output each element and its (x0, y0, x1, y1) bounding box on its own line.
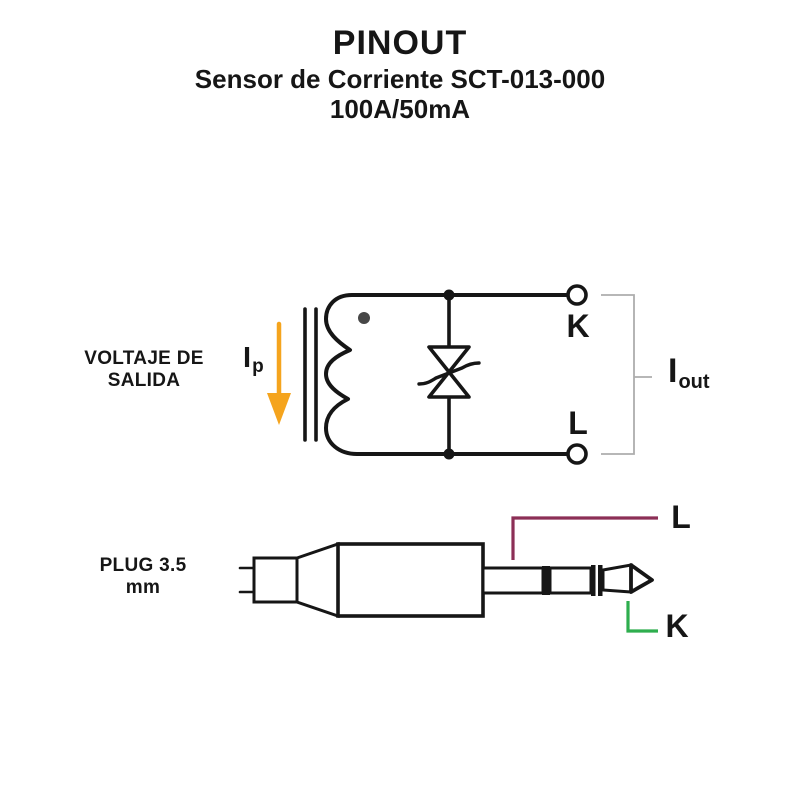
subtitle-rating: 100A/50mA (329, 94, 471, 124)
iout-bracket-path (601, 294, 635, 455)
terminal-l-circle (566, 443, 588, 465)
terminal-k-circle (566, 284, 588, 306)
output-current-subscript: out (678, 371, 710, 393)
terminal-l-label: L (568, 405, 588, 441)
plug-taper (295, 541, 340, 619)
output-voltage-label: VOLTAJE DE SALIDA (60, 348, 228, 392)
plug-insulator-band-1 (542, 566, 550, 595)
plug-size-label: PLUG 3.5 mm (58, 555, 228, 599)
plug-tip-wire-l-label: L (671, 499, 691, 535)
plug-k-wire (626, 601, 658, 633)
plug-sleeve-segment (481, 566, 545, 595)
junction-dot-bottom (443, 448, 455, 460)
plug-l-wire (511, 516, 658, 560)
tvs-diode (417, 289, 481, 460)
primary-current-arrow (267, 321, 291, 425)
plug-size-label-line1: PLUG 3.5 (99, 555, 187, 576)
output-current-symbol: I (668, 352, 678, 390)
primary-current-subscript: p (252, 356, 264, 377)
primary-current-symbol: I (243, 342, 252, 374)
tvs-diode-gate-stroke (417, 361, 481, 386)
subtitle-model: Sensor de Corriente SCT-013-000 (194, 64, 606, 94)
plug-drawing (238, 541, 654, 619)
plug-sleeve-wire-k-label: K (665, 608, 689, 644)
tvs-diode-triangle-bottom (427, 370, 471, 399)
plug-size-label-line2: mm (125, 577, 161, 598)
junction-dot-top (443, 289, 455, 301)
page-title: PINOUT (332, 24, 468, 62)
output-current-label: I out (668, 352, 710, 393)
output-voltage-label-line1: VOLTAJE DE (84, 348, 204, 369)
primary-current-arrow-head (267, 393, 291, 425)
plug-tip-point (629, 563, 654, 594)
plug-insulator-band-2a (591, 565, 596, 596)
terminal-k-label: K (566, 308, 590, 344)
plug-insulator-band-2b (598, 565, 603, 596)
tvs-diode-triangle-top (427, 345, 471, 374)
plug-ring-segment (548, 566, 593, 595)
output-voltage-label-line2: SALIDA (107, 370, 181, 391)
transformer-symbol (303, 293, 569, 456)
polarity-dot-icon (358, 312, 370, 324)
plug-body (336, 542, 485, 618)
plug-tip-cone (601, 563, 633, 594)
plug-strain-relief (252, 556, 299, 604)
iout-bracket (601, 294, 652, 455)
secondary-winding (324, 293, 569, 456)
primary-current-label: I p (243, 342, 264, 377)
